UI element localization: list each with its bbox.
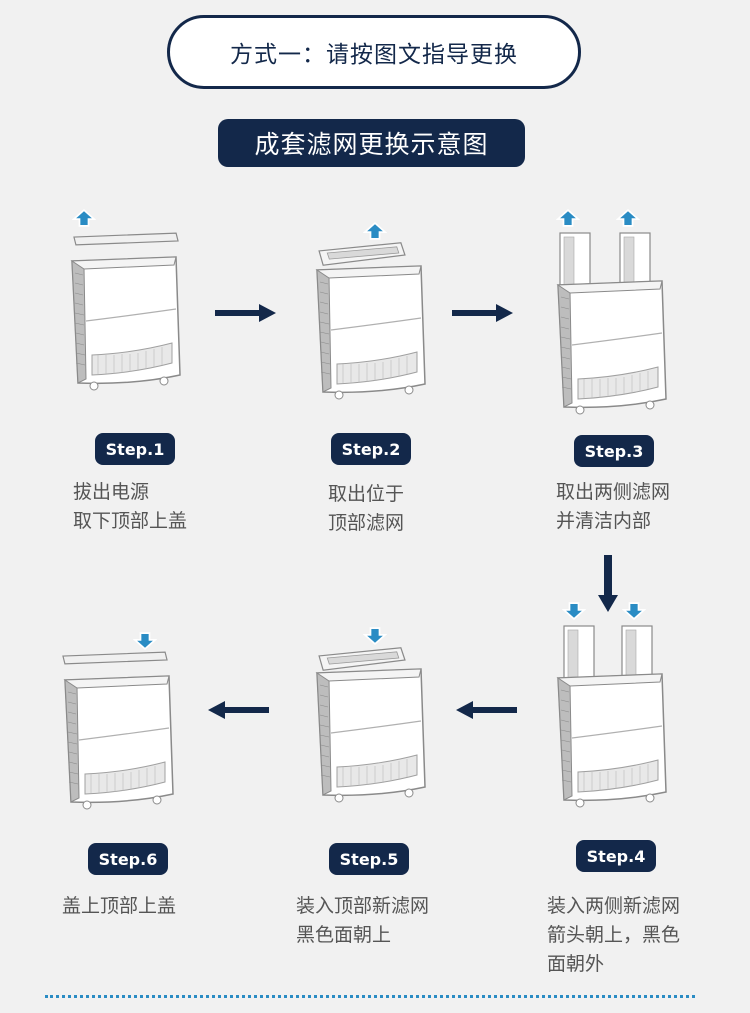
step-badge-6: Step.6	[88, 843, 168, 875]
step-badge-3: Step.3	[574, 435, 654, 467]
step2-line1: 取出位于	[328, 483, 405, 505]
step-badge-1: Step.1	[95, 433, 175, 465]
step-badge-4: Step.4	[576, 840, 656, 872]
purifier-top-filter-icon	[316, 222, 426, 400]
method-label-text: 方式一：请按图文指导更换	[230, 42, 518, 68]
step5-line1: 装入顶部新滤网	[296, 895, 430, 917]
step-badge-2: Step.2	[331, 433, 411, 465]
step3-illustration	[548, 205, 673, 420]
step4-line3: 面朝外	[547, 953, 605, 975]
step-badge-1-text: Step.1	[105, 439, 165, 459]
step4-line2: 箭头朝上，黑色	[547, 924, 681, 946]
page-title-text: 成套滤网更换示意图	[254, 130, 489, 159]
step-badge-6-text: Step.6	[98, 849, 158, 869]
step6-description: 盖上顶部上盖	[62, 892, 176, 921]
purifier-lid-off-icon	[71, 209, 181, 391]
dotted-divider	[45, 995, 695, 998]
purifier-side-filters-icon	[556, 209, 667, 415]
step3-line2: 并清洁内部	[556, 510, 652, 532]
step-badge-4-text: Step.4	[586, 846, 646, 866]
step5-illustration	[305, 625, 430, 810]
step2-line2: 顶部滤网	[328, 512, 405, 534]
right-arrow-icon	[452, 304, 513, 322]
left-arrow-icon	[456, 701, 517, 719]
step1-illustration	[60, 205, 185, 395]
step5-description: 装入顶部新滤网 黑色面朝上	[296, 892, 429, 950]
step6-line1: 盖上顶部上盖	[62, 895, 177, 917]
step1-description: 拔出电源 取下顶部上盖	[73, 478, 187, 536]
purifier-lid-on-icon	[62, 632, 174, 810]
step1-line2: 取下顶部上盖	[73, 510, 188, 532]
step3-description: 取出两侧滤网 并清洁内部	[556, 478, 670, 536]
step4-illustration	[548, 600, 673, 815]
step2-illustration	[305, 220, 430, 405]
purifier-insert-side-filters-icon	[557, 602, 667, 808]
left-arrow-icon	[208, 701, 269, 719]
step4-description: 装入两侧新滤网 箭头朝上，黑色 面朝外	[547, 892, 680, 979]
right-arrow-icon	[215, 304, 276, 322]
down-arrow-icon	[598, 555, 618, 612]
step2-description: 取出位于 顶部滤网	[328, 480, 404, 538]
step3-line1: 取出两侧滤网	[556, 481, 671, 503]
step-badge-5: Step.5	[329, 843, 409, 875]
step4-line1: 装入两侧新滤网	[547, 895, 681, 917]
page-title: 成套滤网更换示意图	[218, 119, 525, 167]
step5-line2: 黑色面朝上	[296, 924, 392, 946]
method-label: 方式一：请按图文指导更换	[167, 15, 581, 89]
step-badge-3-text: Step.3	[584, 441, 644, 461]
step6-illustration	[55, 630, 180, 815]
step-badge-2-text: Step.2	[341, 439, 401, 459]
step1-line1: 拔出电源	[73, 481, 150, 503]
step-badge-5-text: Step.5	[339, 849, 399, 869]
purifier-insert-top-filter-icon	[316, 627, 426, 803]
